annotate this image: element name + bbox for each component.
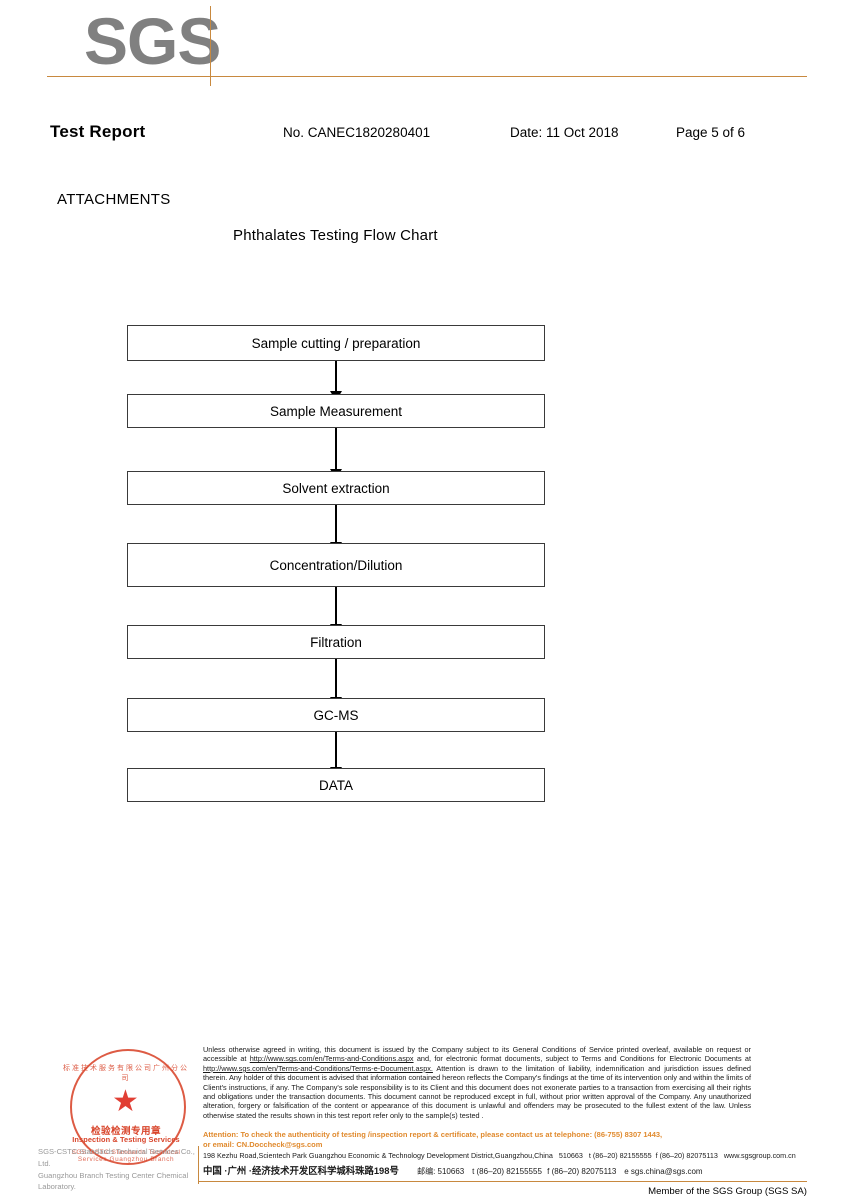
logo-vertical-rule	[210, 6, 211, 86]
address-cn-zip: 邮编: 510663	[417, 1167, 465, 1176]
legal-text-2: and, for electronic format documents, su…	[413, 1054, 751, 1064]
seal-arc-top-text: 标准技术服务有限公司广州分公司	[63, 1065, 189, 1082]
laboratory-name: SGS-CSTC Standards Technical Services Co…	[38, 1146, 208, 1193]
attention-line2: or email: CN.Doccheck@sgs.com	[203, 1139, 323, 1149]
flow-step-1: Sample cutting / preparation	[127, 325, 545, 361]
page-indicator: Page 5 of 6	[676, 125, 746, 140]
footer-horizontal-rule	[198, 1181, 807, 1182]
attention-notice: Attention: To check the authenticity of …	[203, 1130, 755, 1150]
laboratory-name-line1: SGS-CSTC Standards Technical Services Co…	[38, 1147, 195, 1168]
address-en-zip: 510663	[558, 1151, 583, 1160]
report-header: Test Report No. CANEC1820280401 Date: 11…	[0, 122, 850, 144]
address-en-street: 198 Kezhu Road,Scientech Park Guangzhou …	[203, 1151, 553, 1160]
report-date: Date: 11 Oct 2018	[510, 125, 619, 140]
address-chinese: 中国 ·广州 ·经济技术开发区科学城科珠路198号 邮编: 510663 t (…	[203, 1163, 807, 1177]
address-cn-fax: f (86–20) 82075113	[547, 1167, 617, 1176]
terms-e-document-link[interactable]: http://www.sgs.com/en/Terms-and-Conditio…	[203, 1063, 433, 1073]
header-horizontal-rule	[47, 76, 807, 77]
terms-conditions-link[interactable]: http://www.sgs.com/en/Terms-and-Conditio…	[249, 1054, 414, 1064]
address-en-fax: f (86–20) 82075113	[655, 1151, 718, 1160]
address-cn-street: 中国 ·广州 ·经济技术开发区科学城科珠路198号	[203, 1165, 399, 1176]
address-cn-email[interactable]: e sgs.china@sgs.com	[624, 1167, 703, 1176]
seal-english-text: Inspection & Testing Services	[72, 1135, 180, 1144]
flow-step-7: DATA	[127, 768, 545, 802]
flow-step-3: Solvent extraction	[127, 471, 545, 505]
seal-arc-bottom-text: SGS-CSTC Standards Technical Services Gu…	[71, 1149, 181, 1163]
flow-step-6: GC-MS	[127, 698, 545, 732]
flow-arrow-1	[330, 361, 342, 401]
attention-line1: Attention: To check the authenticity of …	[203, 1130, 663, 1139]
flowchart-title: Phthalates Testing Flow Chart	[233, 227, 438, 244]
address-english: 198 Kezhu Road,Scientech Park Guangzhou …	[203, 1151, 807, 1160]
flow-arrow-3	[330, 505, 342, 552]
legal-text-3: Attention is drawn to the limitation of …	[203, 1063, 751, 1120]
address-cn-tel: t (86–20) 82155555	[472, 1167, 542, 1176]
report-number: No. CANEC1820280401	[283, 125, 431, 140]
company-seal: 标准技术服务有限公司广州分公司 ★ 检验检测专用章 Inspection & T…	[61, 1043, 191, 1173]
attachments-heading: ATTACHMENTS	[57, 191, 171, 208]
footer-vertical-rule	[198, 1146, 199, 1184]
address-en-tel: t (86–20) 82155555	[588, 1151, 652, 1160]
star-icon: ★	[112, 1085, 139, 1118]
flow-arrow-2	[330, 428, 342, 479]
member-statement: Member of the SGS Group (SGS SA)	[648, 1186, 807, 1197]
address-en-website[interactable]: www.sgsgroup.com.cn	[723, 1151, 796, 1160]
seal-chinese-text: 检验检测专用章	[90, 1126, 161, 1137]
legal-text-1: Unless otherwise agreed in writing, this…	[203, 1045, 751, 1064]
legal-disclaimer: Unless otherwise agreed in writing, this…	[203, 1045, 751, 1120]
sgs-logo: SGS	[84, 4, 221, 78]
page-title: Test Report	[50, 122, 146, 141]
flow-step-4: Concentration/Dilution	[127, 543, 545, 587]
flow-arrow-5	[330, 659, 342, 707]
laboratory-name-line2: Guangzhou Branch Testing Center Chemical…	[38, 1170, 189, 1192]
flow-arrow-6	[330, 732, 342, 777]
flow-arrow-4	[330, 587, 342, 634]
seal-ring	[70, 1049, 186, 1165]
flow-step-5: Filtration	[127, 625, 545, 659]
flow-step-2: Sample Measurement	[127, 394, 545, 428]
